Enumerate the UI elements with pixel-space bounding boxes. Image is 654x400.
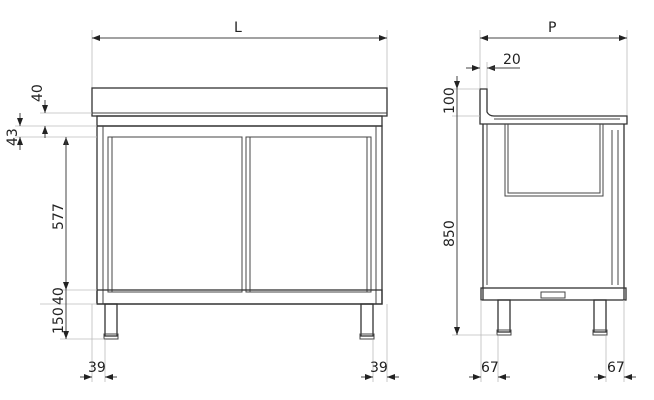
side-view: P 20 100 850 bbox=[442, 20, 636, 382]
dim-leg-front-offset: 67 bbox=[481, 360, 499, 376]
length-label: L bbox=[234, 20, 242, 36]
dim-leg-left-offset: 39 bbox=[88, 360, 106, 376]
dim-leg-right-offset: 39 bbox=[370, 360, 388, 376]
right-leg bbox=[360, 303, 374, 337]
left-door bbox=[107, 136, 243, 293]
dim-upstand-gap: 43 bbox=[5, 128, 21, 146]
left-leg bbox=[104, 303, 118, 337]
front-leg bbox=[497, 299, 511, 333]
right-door bbox=[245, 136, 372, 293]
dim-door-height: 577 bbox=[51, 203, 67, 230]
bottom-shelf bbox=[96, 289, 383, 305]
side-bottom-shelf bbox=[480, 287, 627, 301]
dim-total-height: 850 bbox=[442, 220, 458, 247]
dim-top-thickness: 40 bbox=[30, 84, 46, 102]
worktop bbox=[91, 87, 388, 117]
cabinet-body bbox=[96, 125, 383, 305]
depth-label: P bbox=[548, 20, 556, 36]
dim-upstand-thickness: 20 bbox=[503, 52, 521, 68]
dim-upstand-height: 100 bbox=[442, 87, 458, 114]
front-view: L 40 bbox=[5, 20, 399, 382]
sink-bowl bbox=[504, 124, 604, 197]
dim-shelf-thickness: 40 bbox=[51, 287, 67, 305]
back-leg bbox=[593, 299, 607, 333]
dim-leg-back-offset: 67 bbox=[607, 360, 625, 376]
dim-leg-height: 150 bbox=[51, 307, 67, 334]
worktop-profile bbox=[479, 88, 628, 125]
